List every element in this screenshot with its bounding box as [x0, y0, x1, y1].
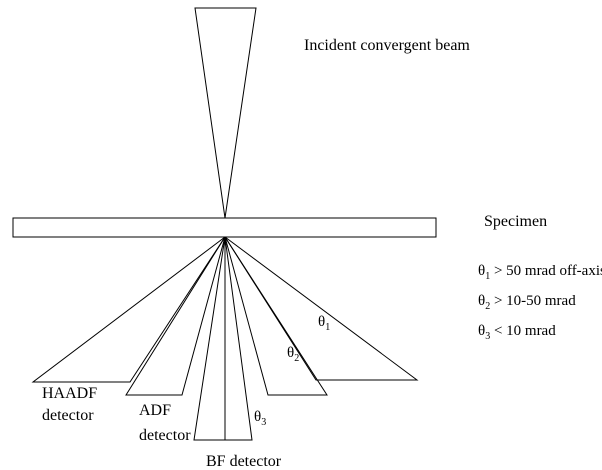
haadf-detector-cone-right	[224, 236, 419, 381]
incident-beam-cone	[194, 7, 257, 219]
theta3-label: θ3	[254, 409, 266, 428]
haadf-detector-cone	[31, 236, 226, 383]
theta2-label: θ2	[287, 345, 299, 364]
adf-label-line1: ADF	[139, 402, 171, 419]
legend-theta2: θ2 > 10-50 mrad	[478, 293, 576, 312]
specimen-label: Specimen	[484, 213, 547, 230]
incident-beam-label: Incident convergent beam	[304, 37, 470, 54]
bf-detector-label: BF detector	[206, 453, 282, 470]
adf-detector-cone-left	[125, 236, 226, 396]
specimen-slab	[12, 217, 437, 238]
adf-detector-cone-right	[224, 236, 328, 396]
haadf-label-line2: detector	[42, 407, 94, 424]
haadf-label-line1: HAADF	[42, 385, 97, 402]
legend-theta1: θ1 > 50 mrad off-axis	[478, 263, 602, 282]
adf-label-line2: detector	[139, 427, 191, 444]
theta1-label: θ1	[318, 314, 330, 333]
bf-detector-cone	[193, 236, 253, 441]
legend-theta3: θ3 < 10 mrad	[478, 323, 556, 342]
